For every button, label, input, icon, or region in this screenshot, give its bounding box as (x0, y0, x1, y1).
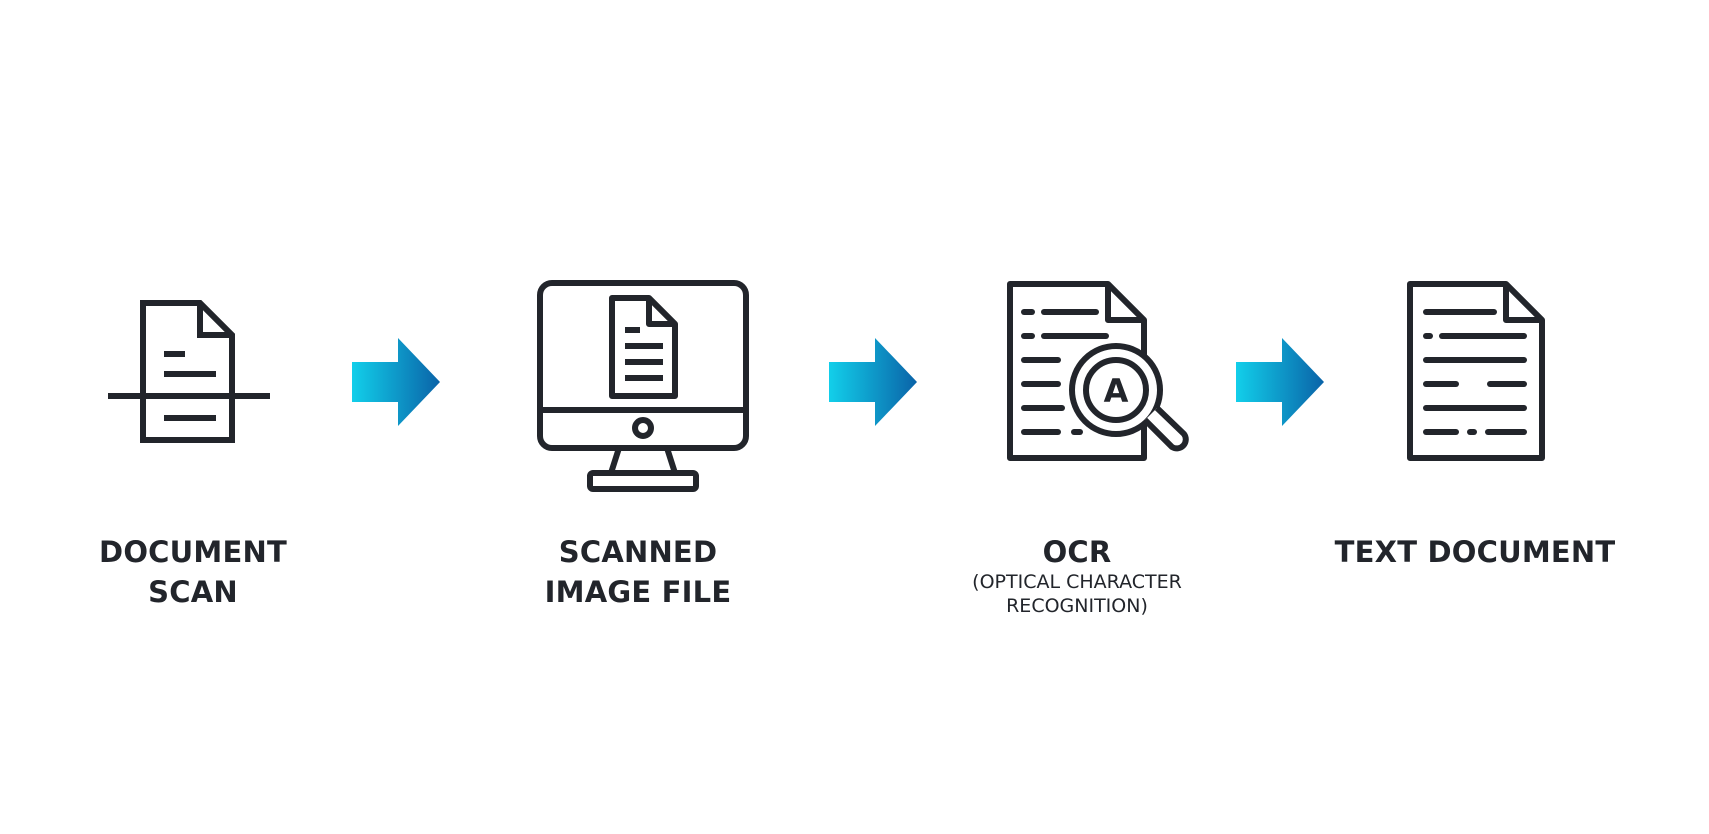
text-document-icon (1407, 281, 1545, 461)
svg-text:A: A (1104, 372, 1129, 410)
step-title-line: DOCUMENT (99, 535, 287, 569)
step-title-scanned-image-file: SCANNED IMAGE FILE (488, 532, 788, 612)
step-title-line: SCANNED (558, 535, 718, 569)
arrow-right-icon (1236, 338, 1324, 426)
step-title-line: IMAGE FILE (544, 575, 732, 609)
step-subtitle-ocr: (OPTICAL CHARACTER RECOGNITION) (917, 570, 1237, 618)
step-title-ocr: OCR (927, 532, 1227, 572)
step-title-line: TEXT DOCUMENT (1334, 535, 1616, 569)
step-title-line: SCAN (148, 575, 238, 609)
step-title-text-document: TEXT DOCUMENT (1325, 532, 1625, 572)
step-subtitle-line: RECOGNITION) (1006, 595, 1148, 617)
step-title-document-scan: DOCUMENT SCAN (43, 532, 343, 612)
arrow-right-icon (829, 338, 917, 426)
ocr-magnifier-icon: A (1007, 281, 1189, 461)
step-subtitle-line: (OPTICAL CHARACTER (972, 571, 1182, 593)
step-title-line: OCR (1042, 535, 1112, 569)
document-scan-icon (108, 300, 270, 443)
arrow-right-icon (352, 338, 440, 426)
monitor-document-icon (537, 280, 749, 492)
